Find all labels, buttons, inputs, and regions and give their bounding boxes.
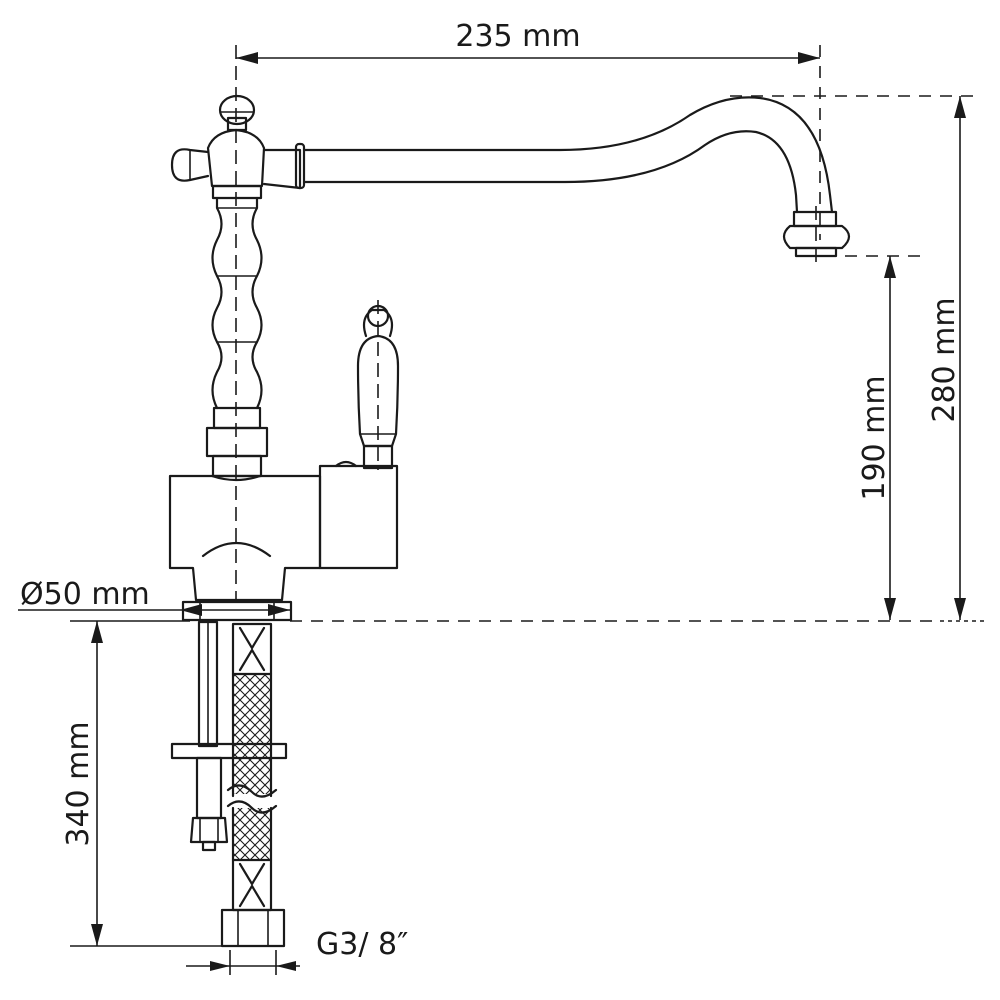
dimension-base-diameter: Ø50 mm <box>18 577 290 616</box>
dimension-total-height: 280 mm <box>730 95 975 620</box>
faucet-column <box>170 94 269 478</box>
dimension-label-hose-length: 340 mm <box>61 721 96 846</box>
faucet-spout <box>262 96 851 262</box>
dimension-label-spout-height: 190 mm <box>857 375 892 500</box>
dimension-label-base-diameter: Ø50 mm <box>20 577 150 612</box>
dimension-reach: 235 mm <box>235 19 821 600</box>
lever-handle <box>356 300 400 470</box>
dimension-label-connection-thread: G3/ 8″ <box>316 927 408 962</box>
faucet-body <box>168 460 399 622</box>
dimension-connection-thread: G3/ 8″ <box>186 927 408 975</box>
dimension-label-reach: 235 mm <box>455 19 580 54</box>
dimension-hose-length: 340 mm <box>61 620 230 947</box>
dimension-label-total-height: 280 mm <box>927 297 962 422</box>
dimension-spout-height: 190 mm <box>845 255 920 620</box>
supply-hose <box>220 622 286 948</box>
mounting-rod <box>170 620 288 852</box>
